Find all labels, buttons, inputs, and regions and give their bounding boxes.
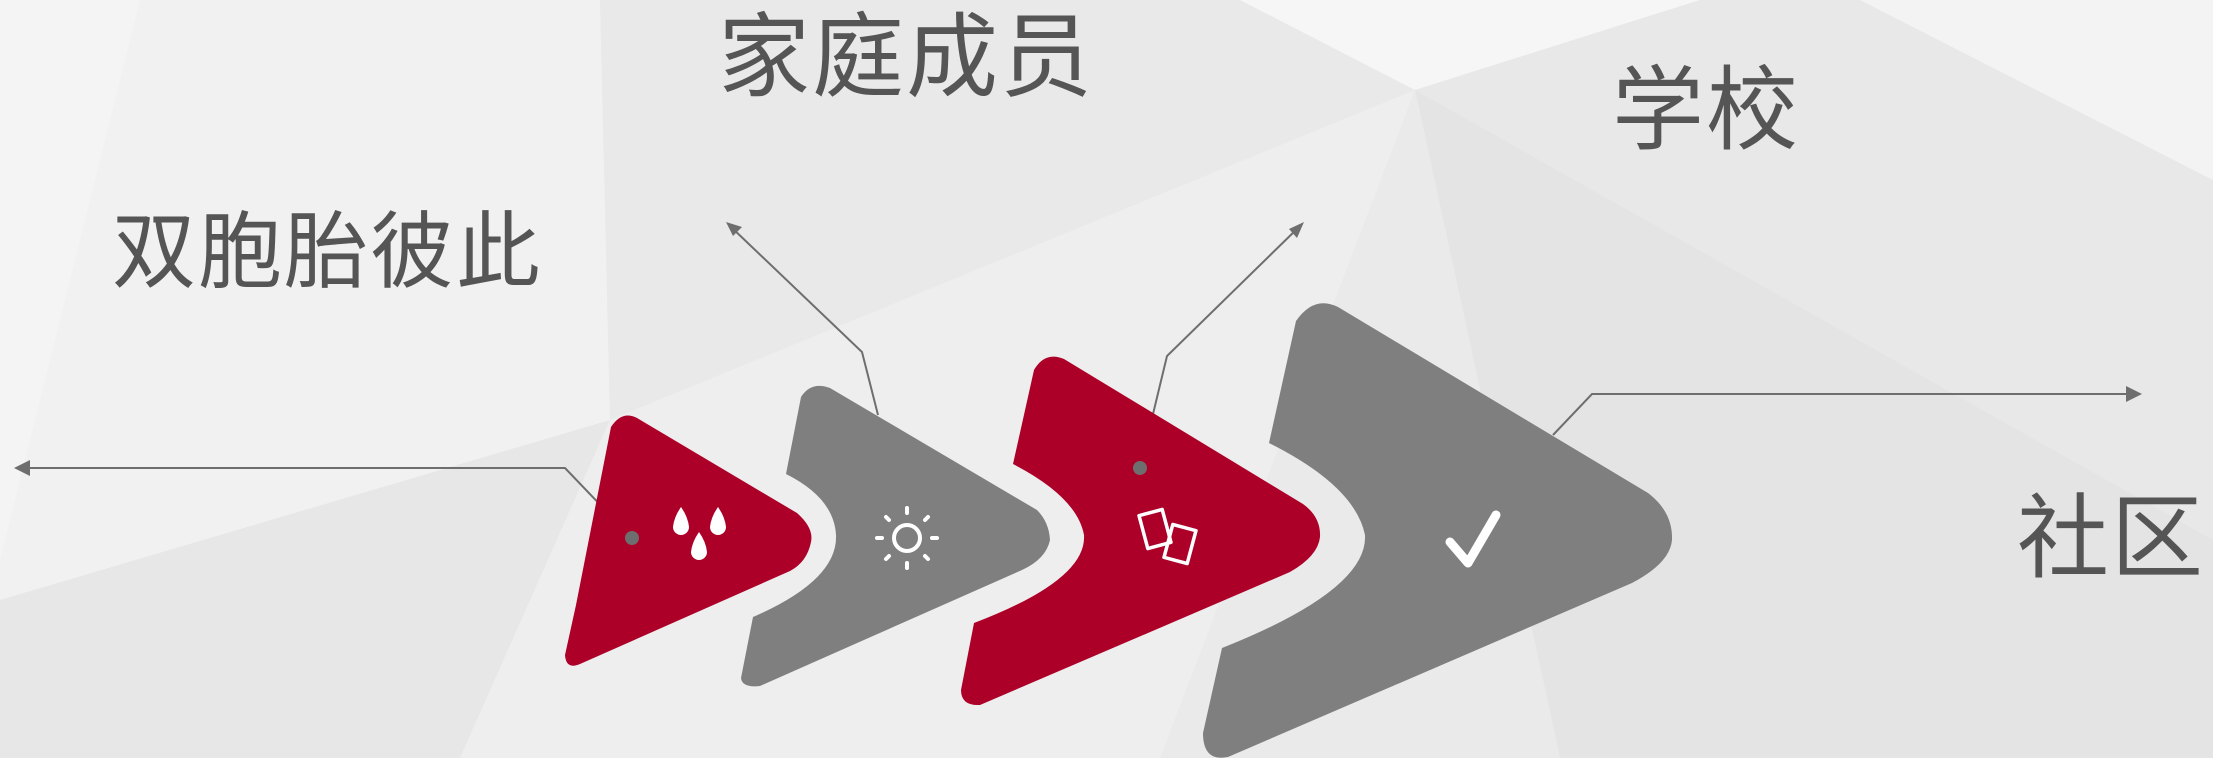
arrowhead-twins <box>14 460 30 476</box>
arrowhead-school <box>1289 222 1304 238</box>
chevron-4 <box>1203 303 1673 758</box>
label-family: 家庭成员 <box>718 4 1095 111</box>
arrowhead-community <box>2126 386 2142 402</box>
chevron-3 <box>961 356 1321 706</box>
anchor-dot-school <box>1133 461 1147 475</box>
arrowhead-family <box>726 222 742 236</box>
drops-icon <box>673 507 726 560</box>
label-community: 社区 <box>2017 485 2206 592</box>
check-icon <box>1445 510 1501 568</box>
connector-family <box>729 225 879 416</box>
sun-icon <box>875 506 939 570</box>
cards-icon <box>1137 507 1198 566</box>
label-twins: 双胞胎彼此 <box>112 203 543 301</box>
anchor-dot-twins <box>625 531 639 545</box>
label-school: 学校 <box>1612 57 1801 164</box>
anchor-dots <box>625 461 1147 545</box>
connector-community <box>1552 393 2138 436</box>
chevron-1 <box>565 415 812 666</box>
